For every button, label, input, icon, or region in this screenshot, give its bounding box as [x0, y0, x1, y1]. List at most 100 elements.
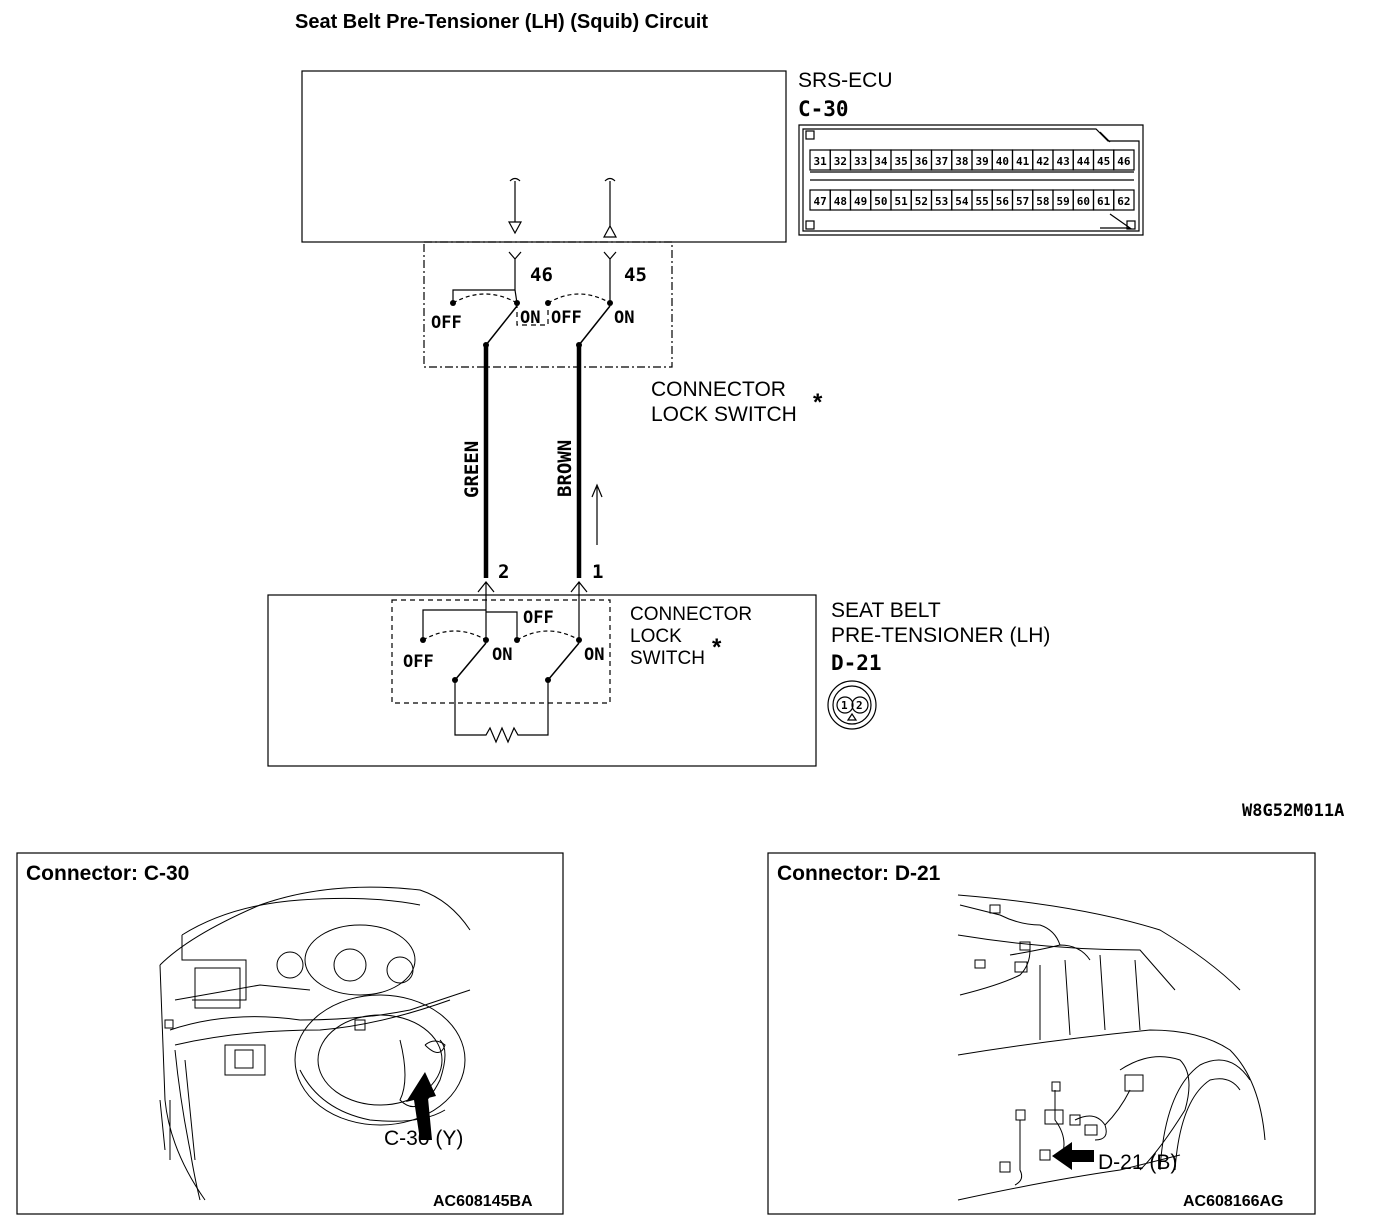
pin-2-label: 2 — [498, 561, 509, 583]
current-flow-arrow-icon — [591, 483, 603, 545]
pt-on-2: ON — [584, 645, 604, 665]
pin-46-drop — [514, 289, 518, 304]
ecu-lock-switch-box — [423, 241, 673, 368]
panel-c30-title: Connector: C-30 — [26, 862, 189, 885]
c30-connector-face: 31 32 33 34 35 36 37 38 39 40 41 42 43 44 45 46 47 48 49 5… — [798, 124, 1144, 236]
c30-pin-number: 31 — [814, 155, 828, 168]
pin-2-terminal — [477, 581, 495, 640]
output-arrow-icon — [507, 221, 523, 235]
diagram-title: Seat Belt Pre-Tensioner (LH) (Squib) Cir… — [295, 11, 708, 33]
squiggle-45 — [604, 177, 616, 182]
c30-pin-number: 44 — [1077, 155, 1091, 168]
c30-pin-number: 54 — [955, 195, 969, 208]
c30-pin-number: 33 — [854, 155, 867, 168]
sw2-arc — [422, 630, 487, 641]
c30-pin-number: 37 — [935, 155, 948, 168]
pin-46-lines — [452, 251, 522, 303]
panel-c30-code: AC608145BA — [433, 1193, 533, 1210]
panel-d21-title: Connector: D-21 — [777, 862, 941, 885]
c30-pin-number: 60 — [1077, 195, 1090, 208]
c30-pin-number: 45 — [1097, 155, 1110, 168]
c30-pin-number: 34 — [874, 155, 888, 168]
c30-pin-number: 47 — [814, 195, 827, 208]
pin-1-terminal — [570, 581, 588, 640]
pin-1-label: 1 — [592, 561, 603, 583]
sw1-arc — [516, 630, 580, 641]
pin-45-lines — [603, 251, 617, 303]
c30-pin-number: 50 — [874, 195, 887, 208]
c30-pin-number: 59 — [1057, 195, 1070, 208]
ecu-box — [301, 70, 787, 243]
wire-green-label: GREEN — [461, 441, 483, 498]
c30-pin-number: 58 — [1036, 195, 1049, 208]
wire-brown-label: BROWN — [554, 440, 576, 497]
pretensioner-connector-id: D-21 — [831, 651, 882, 675]
ecu-connector-id: C-30 — [798, 97, 849, 121]
ecu-lock-asterisk: * — [813, 389, 823, 416]
connector-c30-panel: Connector: C-30 — [16, 852, 564, 1215]
pt-lock-label-3: SWITCH — [630, 648, 705, 669]
ecu-on-1: ON — [520, 308, 540, 328]
pt-lock-asterisk: * — [712, 634, 722, 661]
sw1-blade — [547, 642, 580, 681]
c30-pin-number: 46 — [1117, 155, 1131, 168]
arc-46 — [452, 293, 518, 304]
arc-45 — [547, 293, 611, 304]
ecu-off-2: OFF — [551, 308, 582, 328]
c30-pin-number: 56 — [996, 195, 1010, 208]
diagram-code: W8G52M011A — [1242, 801, 1344, 821]
pretensioner-lock-switch-box — [391, 599, 611, 704]
ecu-lock-label-2: LOCK SWITCH — [651, 403, 797, 426]
input-arrow-icon — [602, 224, 618, 238]
vehicle-body-sketch — [957, 894, 1266, 1201]
switch-blade-46 — [485, 305, 518, 346]
c30-pin-number: 36 — [915, 155, 929, 168]
c30-pin-number: 41 — [1016, 155, 1030, 168]
pt-lock-label-2: LOCK — [630, 626, 682, 647]
c30-pin-cell — [1113, 149, 1135, 171]
d21-location-arrow-icon — [1052, 1142, 1094, 1170]
c30-pin-cell — [1113, 189, 1135, 211]
ecu-name: SRS-ECU — [798, 69, 893, 92]
c30-pin-number: 51 — [895, 195, 909, 208]
pin-46-label: 46 — [530, 264, 553, 286]
c30-pin-number: 32 — [834, 155, 847, 168]
c30-pin-number: 48 — [834, 195, 847, 208]
c30-pin-number: 38 — [955, 155, 968, 168]
pt-off-1: OFF — [403, 652, 434, 672]
ecu-lock-label-1: CONNECTOR — [651, 378, 786, 401]
squib-resistor-icon — [454, 680, 549, 744]
pt-on-1: ON — [492, 645, 512, 665]
c30-location-arrow-icon — [406, 1072, 436, 1140]
pt-off-short: OFF — [523, 608, 554, 628]
panel-c30-callout: C-30 (Y) — [384, 1127, 463, 1150]
c30-pin-number: 43 — [1057, 155, 1070, 168]
pretensioner-name-2: PRE-TENSIONER (LH) — [831, 624, 1050, 647]
c30-pin-number: 35 — [895, 155, 908, 168]
pretensioner-name-1: SEAT BELT — [831, 599, 941, 622]
c30-pin-number: 49 — [854, 195, 867, 208]
d21-connector-face: 1 2 — [827, 680, 877, 730]
c30-pin-number: 39 — [976, 155, 989, 168]
switch-blade-45 — [578, 305, 611, 346]
pt-short — [486, 611, 518, 640]
pt-lock-label-1: CONNECTOR — [630, 604, 752, 625]
c30-pin-number: 57 — [1016, 195, 1029, 208]
short-bar — [516, 303, 549, 326]
sw2-off-path — [422, 609, 486, 640]
squiggle-46 — [509, 177, 521, 182]
c30-pin-number: 52 — [915, 195, 928, 208]
panel-d21-callout: D-21 (B) — [1098, 1151, 1177, 1174]
svg-text:2: 2 — [856, 699, 863, 712]
ecu-off-1: OFF — [431, 313, 462, 333]
c30-pin-number: 40 — [996, 155, 1009, 168]
panel-d21-code: AC608166AG — [1183, 1193, 1284, 1210]
ecu-on-2: ON — [614, 308, 634, 328]
c30-pin-number: 42 — [1036, 155, 1049, 168]
dashboard-sketch — [159, 886, 471, 1201]
pretensioner-box — [267, 594, 817, 767]
c30-pin-number: 55 — [976, 195, 989, 208]
sw2-blade — [454, 642, 487, 681]
c30-pin-number: 61 — [1097, 195, 1111, 208]
